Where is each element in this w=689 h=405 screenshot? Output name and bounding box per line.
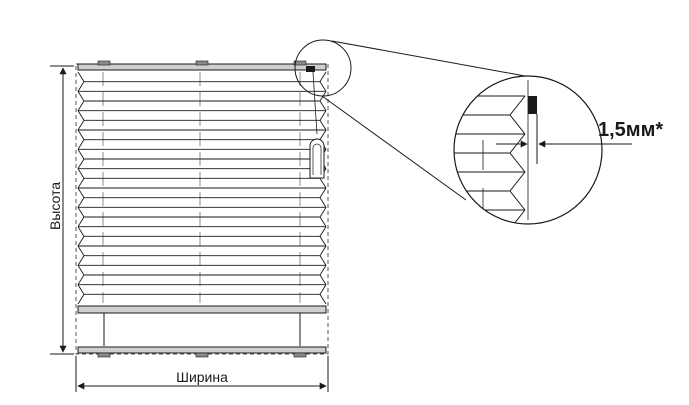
detail-zoom: 1,5мм*: [453, 75, 663, 225]
sill-rail: [77, 346, 327, 358]
top-bracket: [306, 66, 315, 72]
zoom-content: [454, 80, 537, 224]
gap-dimension: 1,5мм*: [496, 114, 663, 164]
zoom-connector-lines: [321, 40, 526, 201]
blind: [75, 60, 329, 358]
bottom-rail: [77, 305, 327, 346]
width-dimension: Ширина: [75, 356, 329, 392]
zoom-circle: [453, 75, 603, 225]
handle: [309, 71, 325, 179]
pleated-fabric: [77, 71, 327, 305]
height-label: Высота: [47, 182, 63, 230]
width-label: Ширина: [176, 369, 228, 385]
height-dimension: Высота: [47, 65, 74, 355]
top-rail: [77, 60, 327, 72]
zoom-bracket: [528, 96, 537, 114]
zoom-pleat-edge: [509, 95, 526, 135]
zoom-pleat-edge: [509, 209, 526, 224]
detail-marker-circle: [294, 39, 352, 97]
gap-label: 1,5мм*: [598, 119, 663, 141]
zoom-pleat-edge: [509, 171, 526, 211]
zoom-pleat-edge: [509, 133, 526, 173]
zoom-pleats: [454, 95, 526, 224]
